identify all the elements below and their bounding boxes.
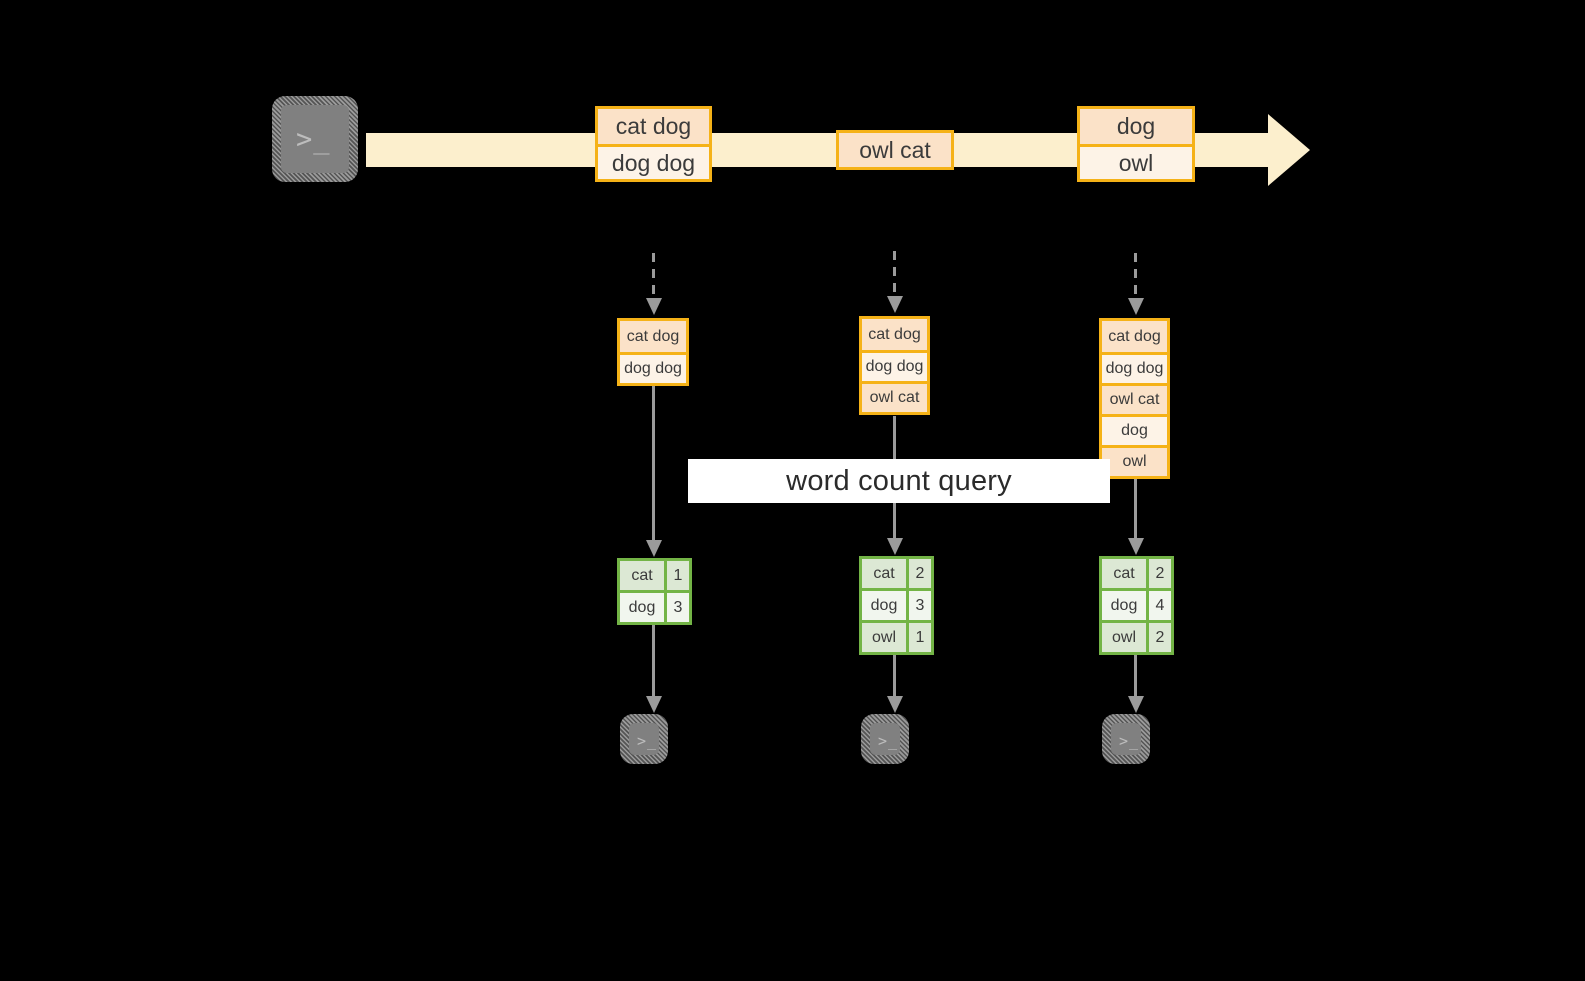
- table-row: cat 2: [1102, 559, 1171, 588]
- table-row: dog 3: [620, 590, 689, 622]
- arrowhead-icon: [886, 296, 903, 313]
- sink-terminal-icon-column-3[interactable]: >_: [1102, 714, 1150, 764]
- stream-event-2[interactable]: owl cat: [836, 130, 954, 170]
- accumulated-event-line: dog dog: [1102, 352, 1167, 383]
- terminal-prompt-glyph: >_: [296, 124, 331, 155]
- sink-terminal-icon-column-1[interactable]: >_: [620, 714, 668, 764]
- terminal-prompt-glyph: >_: [878, 732, 899, 750]
- result-count: 1: [906, 623, 931, 652]
- result-table-column-1[interactable]: cat 1 dog 3: [617, 558, 692, 625]
- connector-shaft: [1134, 478, 1137, 539]
- connector-shaft: [1134, 253, 1137, 299]
- accumulated-event-line: owl cat: [1102, 383, 1167, 414]
- stream-event-line: dog dog: [598, 144, 709, 179]
- arrowhead-icon: [1127, 298, 1144, 315]
- terminal-face: [1111, 723, 1141, 755]
- stream-event-line: owl cat: [839, 133, 951, 167]
- table-row: owl 2: [1102, 620, 1171, 652]
- table-row: dog 3: [862, 588, 931, 620]
- table-row: dog 4: [1102, 588, 1171, 620]
- terminal-prompt-glyph: >_: [637, 732, 658, 750]
- source-terminal-icon[interactable]: >_: [272, 96, 358, 182]
- arrowhead-icon: [1127, 538, 1144, 555]
- connector-shaft: [893, 650, 896, 697]
- connector-shaft: [652, 253, 655, 299]
- connector-shaft: [652, 386, 655, 541]
- stream-event-1[interactable]: cat dog dog dog: [595, 106, 712, 182]
- stream-arrowhead-icon: [1268, 114, 1310, 186]
- result-count: 2: [906, 559, 931, 588]
- stream-event-line: owl: [1080, 144, 1192, 179]
- result-word: cat: [1102, 559, 1146, 588]
- accumulated-event-line: dog dog: [620, 352, 686, 383]
- result-word: dog: [620, 593, 664, 622]
- sink-terminal-icon-column-2[interactable]: >_: [861, 714, 909, 764]
- query-label: word count query: [688, 459, 1110, 503]
- terminal-face: [629, 723, 659, 755]
- terminal-prompt-glyph: >_: [1119, 732, 1140, 750]
- table-row: cat 1: [620, 561, 689, 590]
- arrowhead-icon: [645, 298, 662, 315]
- arrowhead-icon: [886, 538, 903, 555]
- query-label-text: word count query: [786, 464, 1012, 497]
- accumulated-event-line: cat dog: [620, 321, 686, 352]
- table-row: cat 2: [862, 559, 931, 588]
- arrowhead-icon: [645, 696, 662, 713]
- table-row: owl 1: [862, 620, 931, 652]
- accumulated-events-column-2[interactable]: cat dog dog dog owl cat: [859, 316, 930, 415]
- accumulated-event-line: cat dog: [862, 319, 927, 350]
- stream-event-line: cat dog: [598, 109, 709, 144]
- accumulated-events-column-1[interactable]: cat dog dog dog: [617, 318, 689, 386]
- connector-shaft: [652, 622, 655, 697]
- accumulated-event-line: owl cat: [862, 381, 927, 412]
- result-word: owl: [1102, 623, 1146, 652]
- accumulated-event-line: dog dog: [862, 350, 927, 381]
- stream-event-3[interactable]: dog owl: [1077, 106, 1195, 182]
- result-table-column-3[interactable]: cat 2 dog 4 owl 2: [1099, 556, 1174, 655]
- result-word: dog: [1102, 591, 1146, 620]
- terminal-face: [870, 723, 900, 755]
- arrowhead-icon: [1127, 696, 1144, 713]
- result-count: 2: [1146, 559, 1171, 588]
- accumulated-events-column-3[interactable]: cat dog dog dog owl cat dog owl: [1099, 318, 1170, 479]
- arrowhead-icon: [886, 696, 903, 713]
- result-count: 3: [906, 591, 931, 620]
- terminal-face: [281, 105, 349, 173]
- result-count: 3: [664, 593, 689, 622]
- result-word: cat: [620, 561, 664, 590]
- accumulated-event-line: cat dog: [1102, 321, 1167, 352]
- result-count: 1: [664, 561, 689, 590]
- connector-shaft: [1134, 650, 1137, 697]
- result-table-column-2[interactable]: cat 2 dog 3 owl 1: [859, 556, 934, 655]
- accumulated-event-line: dog: [1102, 414, 1167, 445]
- connector-shaft: [893, 251, 896, 297]
- result-word: cat: [862, 559, 906, 588]
- result-word: owl: [862, 623, 906, 652]
- result-count: 4: [1146, 591, 1171, 620]
- result-word: dog: [862, 591, 906, 620]
- arrowhead-icon: [645, 540, 662, 557]
- stream-event-line: dog: [1080, 109, 1192, 144]
- result-count: 2: [1146, 623, 1171, 652]
- accumulated-event-line: owl: [1102, 445, 1167, 476]
